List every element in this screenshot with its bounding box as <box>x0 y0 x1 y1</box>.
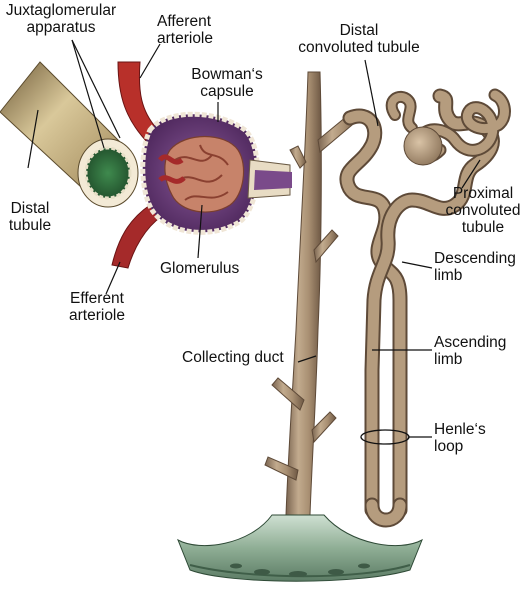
label-ascending-line2: limb <box>434 351 463 368</box>
label-proximal-line2: convoluted <box>445 202 521 219</box>
label-bowman-line2: capsule <box>200 83 254 100</box>
renal-papilla-base <box>177 514 423 582</box>
label-afferent-line2: arteriole <box>157 30 213 47</box>
label-henles-loop: Henle‘s loop <box>434 421 486 455</box>
renal-corpuscle <box>403 126 443 166</box>
distal-tubule-segment <box>0 61 139 208</box>
label-juxtaglomerular: Juxtaglomerular apparatus <box>2 2 120 36</box>
label-descending-line2: limb <box>434 267 463 284</box>
label-juxtaglomerular-line1: Juxtaglomerular <box>5 2 117 19</box>
label-henle-line1: Henle‘s <box>434 421 486 438</box>
label-efferent-line2: arteriole <box>69 307 125 324</box>
label-descending-limb: Descending limb <box>434 250 516 284</box>
label-distal-tubule-line1: Distal <box>10 200 50 217</box>
label-distal-tubule-line2: tubule <box>8 217 52 234</box>
label-juxtaglomerular-line2: apparatus <box>26 19 96 36</box>
label-efferent-line1: Efferent <box>69 290 124 307</box>
label-proximal-line3: tubule <box>461 219 505 236</box>
label-ascending-limb: Ascending limb <box>434 334 506 368</box>
label-ascending-line1: Ascending <box>434 334 507 351</box>
label-proximal-convoluted-tubule: Proximal convoluted tubule <box>441 185 525 236</box>
label-afferent-arteriole: Afferent arteriole <box>157 13 213 47</box>
label-afferent-line1: Afferent <box>157 13 212 30</box>
label-bowmans-capsule: Bowman‘s capsule <box>188 66 266 100</box>
collecting-duct <box>285 71 322 516</box>
label-glomerulus: Glomerulus <box>160 260 240 277</box>
convoluted-tubules <box>339 88 511 528</box>
efferent-arteriole <box>111 204 163 269</box>
label-efferent-arteriole: Efferent arteriole <box>62 290 132 324</box>
label-descending-line1: Descending <box>434 250 516 267</box>
label-distal-conv-line1: Distal <box>339 22 379 39</box>
label-collecting-duct: Collecting duct <box>182 349 284 366</box>
glomerulus <box>158 135 245 213</box>
label-henle-line2: loop <box>434 438 464 455</box>
label-distal-tubule: Distal tubule <box>4 200 56 234</box>
leader-lines <box>27 39 481 438</box>
label-distal-convoluted-tubule: Distal convoluted tubule <box>286 22 432 56</box>
label-proximal-line1: Proximal <box>452 185 514 202</box>
label-distal-conv-line2: convoluted tubule <box>298 39 420 56</box>
label-bowman-line1: Bowman‘s <box>191 66 263 83</box>
